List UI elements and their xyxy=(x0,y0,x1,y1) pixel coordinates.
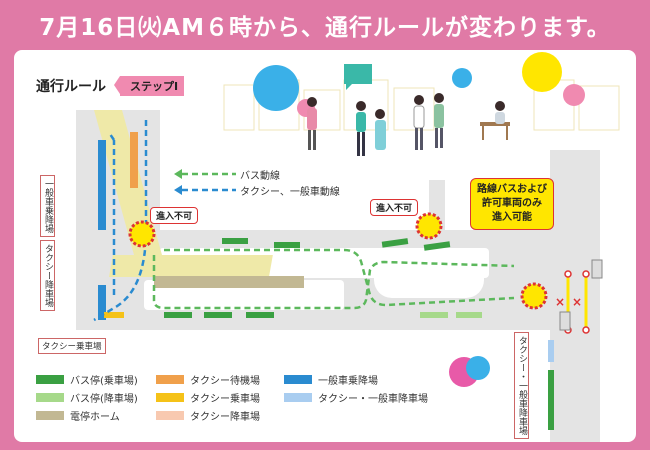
decor-bubble-blue xyxy=(253,65,299,111)
legend-item: バス停(降車場) xyxy=(36,390,138,405)
legend-label: 一般車乗降場 xyxy=(318,376,378,387)
legend-item: 一般車乗降場 xyxy=(284,372,378,387)
legend-item: タクシー待機場 xyxy=(156,372,260,387)
decor-bubble-yellow xyxy=(522,52,562,92)
legend-car-route: タクシー、一般車動線 xyxy=(240,183,340,198)
stop-markers xyxy=(98,132,554,430)
tram-platform xyxy=(108,255,304,288)
route-notice-line-3: 進入可能 xyxy=(492,212,532,223)
legend-swatch xyxy=(36,375,64,384)
decor-bubble-blue-3 xyxy=(466,356,490,380)
legend-swatch xyxy=(156,393,184,402)
legend-bus-arrow-icon xyxy=(174,169,182,179)
svg-text:×: × xyxy=(555,295,565,309)
legend-item: タクシー降車場 xyxy=(156,408,260,423)
route-notice-box: 路線バスおよび 許可車両のみ 進入可能 xyxy=(470,178,554,230)
no-entry-label-left: 進入不可 xyxy=(150,207,199,224)
legend-label: タクシー・一般車降車場 xyxy=(318,394,428,405)
legend-swatch xyxy=(284,375,312,384)
legend-swatch xyxy=(156,411,184,420)
no-entry-label-center: 進入不可 xyxy=(370,199,419,216)
map-title: 通行ルール xyxy=(36,79,106,95)
step-badge: ステップⅠ xyxy=(113,76,185,96)
legend-swatch xyxy=(284,393,312,402)
legend-swatch xyxy=(36,393,64,402)
legend-bus-route-label: バス動線 xyxy=(240,171,280,182)
legend-label: タクシー乗車場 xyxy=(190,394,260,405)
route-notice-line-2: 許可車両のみ xyxy=(482,198,542,209)
legend-item: タクシー・一般車降車場 xyxy=(284,390,428,405)
no-entry-bursts xyxy=(128,212,548,310)
legend-car-arrow-icon xyxy=(174,185,182,195)
left-label-taxi-drop: タクシー降車場 xyxy=(40,240,55,311)
right-label-drop: タクシー・一般車降車場 xyxy=(514,332,529,439)
traffic-map: × × xyxy=(76,52,620,442)
legend-label: バス停(乗車場) xyxy=(70,376,138,387)
legend-swatch xyxy=(156,375,184,384)
map-card: × × 通行ルール ステップⅠ バス動線 タクシー、一般車動線 進入不可 進入不… xyxy=(14,50,636,442)
legend-label: タクシー降車場 xyxy=(190,412,260,423)
legend-label: バス停(降車場) xyxy=(70,394,138,405)
page-header: 7月16日㈫AM６時から、通行ルールが変わります。 xyxy=(0,0,650,50)
legend-bus-route: バス動線 xyxy=(240,167,280,182)
decor-bubble-pink-2 xyxy=(563,84,585,106)
map-title-block: 通行ルール ステップⅠ xyxy=(36,76,185,96)
legend-label: 電停ホーム xyxy=(70,412,120,423)
bottom-left-taxi-tag: タクシー乗車場 xyxy=(38,338,106,354)
decor-bubble-blue-small xyxy=(452,68,472,88)
legend-label: タクシー待機場 xyxy=(190,376,260,387)
route-notice-line-1: 路線バスおよび xyxy=(477,184,547,195)
header-text: 7月16日㈫AM６時から、通行ルールが変わります。 xyxy=(39,15,611,41)
yellow-ramp xyxy=(94,110,162,255)
people-illustration xyxy=(307,93,510,156)
svg-text:×: × xyxy=(572,295,582,309)
legend-swatch xyxy=(36,411,64,420)
restriction-markers: × × xyxy=(555,259,603,334)
decor-speech-teal xyxy=(344,64,372,90)
legend-car-route-label: タクシー、一般車動線 xyxy=(240,187,340,198)
legend-item: 電停ホーム xyxy=(36,408,120,423)
legend-item: タクシー乗車場 xyxy=(156,390,260,405)
legend-item: バス停(乗車場) xyxy=(36,372,138,387)
bus-route xyxy=(152,248,515,310)
left-label-general: 一般車乗降場 xyxy=(40,175,55,237)
